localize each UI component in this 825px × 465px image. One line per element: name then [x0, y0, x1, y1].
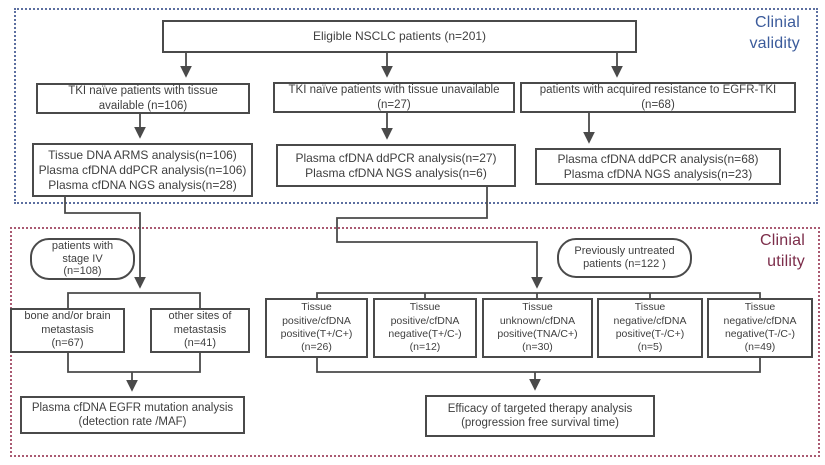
tissue-pos-cfdna-neg-box: Tissue positive/cfDNA negative(T+/C-) (n…	[373, 298, 477, 358]
tissue-neg-cfdna-pos-box: Tissue negative/cfDNA positive(T-/C+) (n…	[597, 298, 703, 358]
stage-iv-patients-label-box: patients with stage IV (n=108)	[30, 238, 135, 280]
clinical-validity-label: Clinial validity	[749, 14, 800, 52]
acquired-resistance-box: patients with acquired resistance to EGF…	[520, 82, 796, 113]
tissue-unknown-cfdna-pos-box: Tissue unknown/cfDNA positive(TNA/C+) (n…	[482, 298, 593, 358]
clinical-utility-label: Clinial utility	[760, 232, 805, 270]
efficacy-analysis-box: Efficacy of targeted therapy analysis (p…	[425, 395, 655, 437]
tissue-pos-cfdna-pos-box: Tissue positive/cfDNA positive(T+/C+) (n…	[265, 298, 368, 358]
tki-naive-tissue-unavailable-box: TKI naïve patients with tissue unavailab…	[273, 82, 515, 113]
egfr-mutation-analysis-box: Plasma cfDNA EGFR mutation analysis (det…	[20, 396, 245, 434]
tissue-neg-cfdna-neg-box: Tissue negative/cfDNA negative(T-/C-) (n…	[707, 298, 813, 358]
eligible-patients-box: Eligible NSCLC patients (n=201)	[162, 20, 637, 53]
analysis-tissue-available-box: Tissue DNA ARMS analysis(n=106) Plasma c…	[32, 143, 253, 197]
other-sites-metastasis-box: other sites of metastasis (n=41)	[150, 308, 250, 353]
tki-naive-tissue-available-box: TKI naïve patients with tissue available…	[36, 83, 250, 114]
analysis-acquired-resistance-box: Plasma cfDNA ddPCR analysis(n=68) Plasma…	[535, 148, 781, 185]
analysis-tissue-unavailable-box: Plasma cfDNA ddPCR analysis(n=27) Plasma…	[276, 144, 516, 187]
bone-brain-metastasis-box: bone and/or brain metastasis (n=67)	[10, 308, 125, 353]
previously-untreated-label-box: Previously untreated patients (n=122 )	[557, 238, 692, 278]
